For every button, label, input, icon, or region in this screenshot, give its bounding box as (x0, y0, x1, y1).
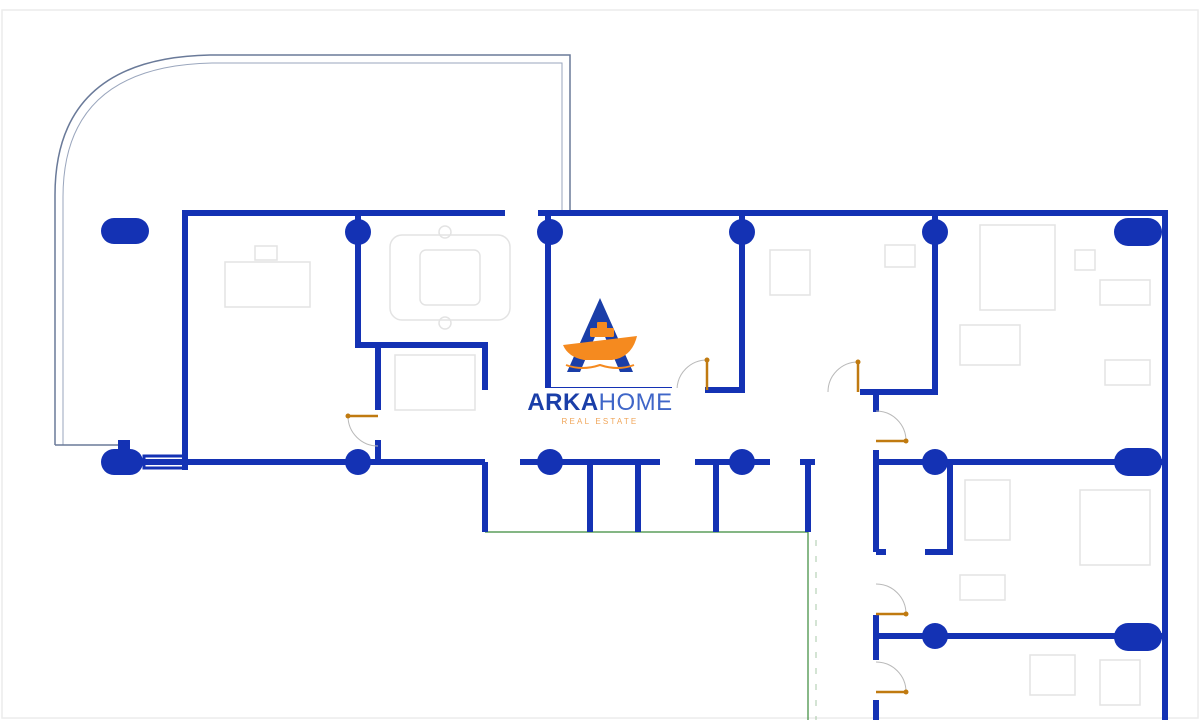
column (922, 623, 948, 649)
column (537, 449, 563, 475)
page-frame (1, 9, 1199, 719)
door (676, 357, 710, 391)
column (729, 449, 755, 475)
logo-wordmark: ARKAHOME (527, 389, 672, 416)
corridor-edge (485, 531, 817, 720)
logo-subtitle: REAL ESTATE (562, 417, 639, 426)
column (537, 219, 563, 245)
door (345, 413, 379, 447)
door (875, 410, 909, 444)
logo-word-arka: ARKA (527, 389, 598, 416)
column (922, 449, 948, 475)
column (345, 449, 371, 475)
door (875, 583, 909, 617)
column (101, 449, 143, 475)
column (1114, 218, 1162, 246)
doors (345, 357, 909, 695)
logo-word-home: HOME (599, 389, 673, 416)
column (1114, 623, 1162, 651)
balcony (54, 54, 571, 446)
column (345, 219, 371, 245)
column (1114, 448, 1162, 476)
columns (101, 218, 1162, 651)
column (101, 218, 149, 244)
column (729, 219, 755, 245)
logo-mark-icon (563, 298, 637, 372)
furniture (224, 224, 1151, 706)
door (827, 359, 861, 393)
arkahome-logo: ARKAHOME REAL ESTATE (505, 298, 695, 430)
walls (105, 210, 1168, 720)
column (922, 219, 948, 245)
door (875, 661, 909, 695)
